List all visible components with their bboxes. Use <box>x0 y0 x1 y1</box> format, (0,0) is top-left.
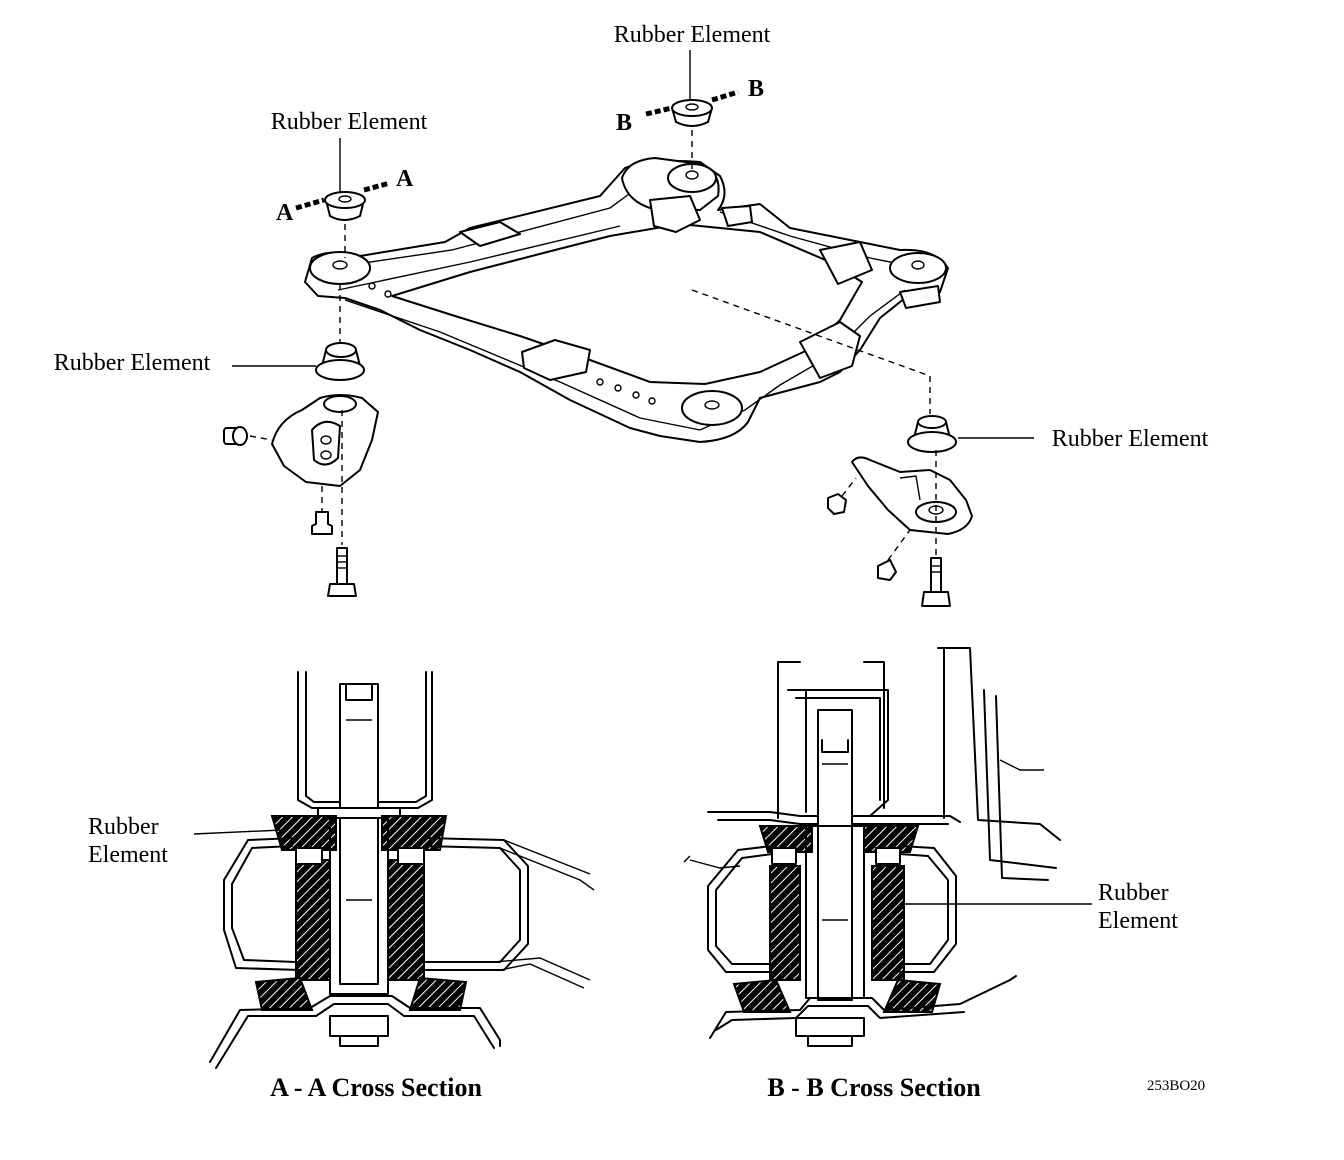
section-line-a-left <box>295 197 325 211</box>
section-line-b-right <box>711 89 739 103</box>
label-section-b-line1: Rubber <box>1098 880 1169 906</box>
cross-section-a <box>209 671 595 1069</box>
rubber-element-top-left <box>324 191 366 258</box>
section-marker-b-right: B <box>748 76 764 102</box>
cross-section-b <box>683 647 1061 1047</box>
left-mount-assembly <box>223 284 379 597</box>
label-rubber-element-mid-right: Rubber Element <box>1052 426 1209 452</box>
rubber-element-top-center <box>671 99 713 170</box>
right-mount-assembly <box>691 289 973 607</box>
subframe <box>304 157 949 443</box>
section-marker-a-right: A <box>396 166 414 192</box>
section-line-b-left <box>645 105 673 117</box>
label-section-b-line2: Element <box>1098 908 1178 934</box>
label-section-a-line2: Element <box>88 842 168 868</box>
label-section-a-line1: Rubber <box>88 814 159 840</box>
label-rubber-element-top-center: Rubber Element <box>614 22 771 48</box>
caption-section-b: B - B Cross Section <box>767 1073 981 1102</box>
caption-section-a: A - A Cross Section <box>270 1073 482 1102</box>
section-marker-b-left: B <box>616 110 632 136</box>
section-marker-a-left: A <box>276 200 294 226</box>
leader-section-a <box>193 829 283 835</box>
section-line-a-right <box>363 180 391 193</box>
figure-code: 253BO20 <box>1147 1078 1205 1094</box>
label-rubber-element-top-left: Rubber Element <box>271 109 428 135</box>
label-rubber-element-mid-left: Rubber Element <box>54 350 211 376</box>
